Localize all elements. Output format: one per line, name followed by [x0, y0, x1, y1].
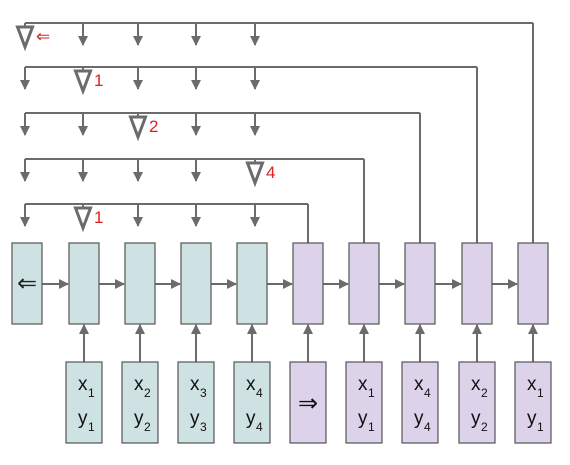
hollow-arrow	[73, 69, 93, 96]
input-y-sub: 1	[88, 420, 95, 434]
input-y-sub: 1	[537, 420, 544, 434]
input-y-sub: 4	[424, 420, 431, 434]
input-symbol: ⇒	[298, 390, 318, 417]
input-x: x	[134, 374, 144, 395]
state-cell	[236, 242, 268, 325]
query-labels: ⇐ 1 2 4 1	[36, 27, 275, 227]
input-x-sub: 2	[144, 386, 151, 400]
input-x-sub: 1	[537, 386, 544, 400]
input-box	[233, 361, 271, 444]
state-cell	[11, 242, 43, 325]
state-cell	[124, 242, 156, 325]
input-box	[121, 361, 159, 444]
input-y: y	[358, 408, 368, 429]
input-x-sub: 2	[481, 386, 488, 400]
input-y: y	[414, 408, 424, 429]
input-x: x	[78, 374, 88, 395]
state-cell	[461, 242, 493, 325]
input-x: x	[358, 374, 368, 395]
input-x: x	[190, 374, 200, 395]
query-label: 1	[94, 208, 103, 227]
state-cell	[404, 242, 436, 325]
input-box	[345, 361, 383, 444]
state-cell	[180, 242, 212, 325]
input-y-sub: 3	[200, 420, 207, 434]
connector-lines	[20, 22, 538, 362]
hollow-arrow	[73, 206, 93, 233]
input-x-sub: 1	[88, 386, 95, 400]
input-x: x	[527, 374, 537, 395]
state-cell	[517, 242, 549, 325]
input-x-sub: 4	[424, 386, 431, 400]
input-box	[401, 361, 439, 444]
input-box	[177, 361, 215, 444]
input-y: y	[78, 408, 88, 429]
state-cell	[348, 242, 380, 325]
input-y: y	[246, 408, 256, 429]
hollow-arrow	[128, 115, 148, 142]
input-y-sub: 4	[256, 420, 263, 434]
state-row: ⇐	[11, 242, 549, 325]
input-y: y	[527, 408, 537, 429]
input-x: x	[471, 374, 481, 395]
hollow-arrow	[245, 161, 265, 188]
input-box	[65, 361, 103, 444]
input-y-sub: 2	[144, 420, 151, 434]
input-box	[289, 361, 327, 444]
input-box	[514, 361, 552, 444]
input-x: x	[246, 374, 256, 395]
state-cell	[292, 242, 324, 325]
input-box	[458, 361, 496, 444]
query-label: 1	[94, 71, 103, 90]
hollow-arrow	[15, 25, 35, 52]
input-y-sub: 2	[481, 420, 488, 434]
state-cell-label: ⇐	[17, 270, 37, 297]
input-y: y	[471, 408, 481, 429]
input-y-sub: 1	[368, 420, 375, 434]
hollow-read-arrows	[15, 25, 265, 233]
query-label: 2	[149, 117, 158, 136]
input-x-sub: 1	[368, 386, 375, 400]
input-x-sub: 4	[256, 386, 263, 400]
query-label: 4	[266, 163, 275, 182]
input-x: x	[414, 374, 424, 395]
input-y: y	[190, 408, 200, 429]
query-label: ⇐	[36, 27, 50, 46]
state-cell	[68, 242, 100, 325]
input-y: y	[134, 408, 144, 429]
input-x-sub: 3	[200, 386, 207, 400]
